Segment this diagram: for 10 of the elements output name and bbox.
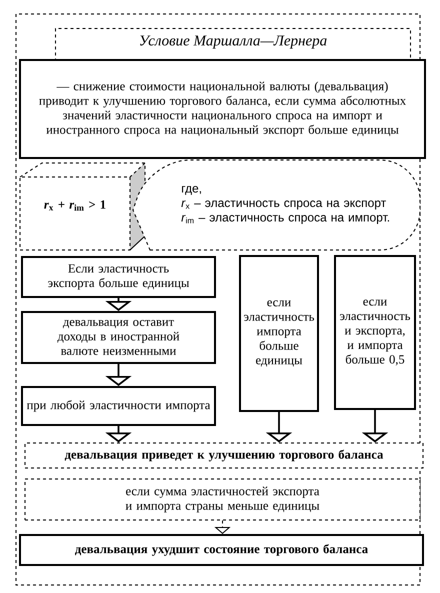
text-box: при любой эластичности импорта [21, 386, 216, 426]
text-box: Если эластичность экспорта больше единицы [21, 256, 216, 298]
text-box: девальвация ухудшит состояние торгового баланса [19, 534, 424, 566]
text-box: — снижение стоимости национальной валюты (девальвация) приводит к улучшению торгового баланса, если сумма абсолютных значений эластичности национального спроса на импорт и иностранного спроса на национальный экспорт больше единицы [19, 59, 426, 159]
callout-bubble: где, r$_{x}$ – эластичность спроса на экспорт r$_{im}$ – эластичность спроса на импорт. [132, 160, 420, 250]
text-box: если эластичность и экспорта, и импорта больше 0,5 [334, 255, 416, 410]
text-box: если сумма эластичностей экспорта и импорта страны меньше единицы [24, 478, 420, 520]
text-box: девальвация приведет к улучшению торгового баланса [24, 442, 424, 468]
text-box: если эластичность импорта больше единицы [239, 255, 319, 412]
text-box: девальвация оставит доходы в иностранной валюте неизменными [21, 311, 216, 364]
